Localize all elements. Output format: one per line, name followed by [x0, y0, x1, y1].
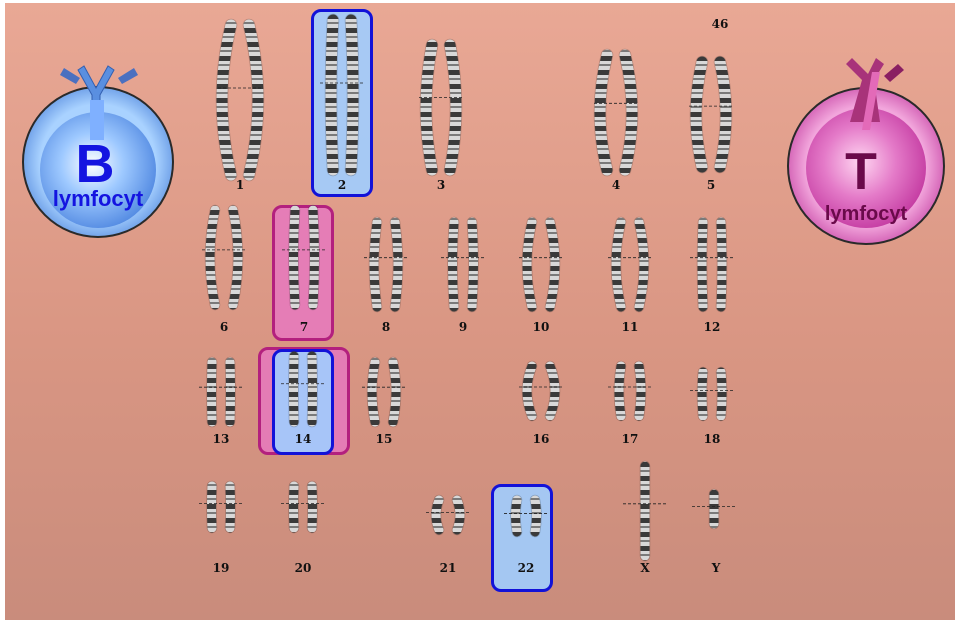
chromatid [312, 356, 313, 422]
chromosome-label: Y [696, 561, 736, 575]
chromatid [516, 500, 518, 532]
chromosome-label: 16 [521, 432, 561, 446]
chromatid [702, 222, 703, 307]
chromatid [550, 222, 555, 307]
chromatid [436, 500, 439, 530]
t-cell-letter: T [826, 146, 896, 198]
chromatid [720, 62, 726, 167]
b-cell-letter: B [60, 137, 130, 191]
chromatid [696, 62, 702, 167]
chromosome-label: 8 [366, 320, 406, 334]
chromosome-label: 15 [364, 432, 404, 446]
chromatid [721, 372, 722, 416]
chromatid [249, 25, 258, 175]
chromatid [331, 20, 333, 170]
chromosome-label: 14 [283, 432, 323, 446]
chromatid [395, 222, 398, 307]
chromatid [312, 486, 313, 528]
chromatid [212, 486, 213, 528]
chromosome-label: X [625, 561, 665, 575]
chromatid [393, 362, 396, 422]
chromatid [616, 222, 621, 307]
karyotype-count: 46 [700, 17, 740, 31]
chromosome-label: 7 [284, 320, 324, 334]
chromatid [372, 362, 375, 422]
chromatid [294, 356, 295, 422]
b-cell-name: lymfocyt [38, 187, 158, 211]
chromatid [457, 500, 460, 530]
chromatid [639, 222, 644, 307]
chromatid [453, 222, 455, 307]
chromosome-label: 11 [610, 320, 650, 334]
chromosome-label: 10 [521, 320, 561, 334]
chromosome-label: 4 [596, 178, 636, 192]
chromatid [527, 222, 532, 307]
chromosome-label: 17 [610, 432, 650, 446]
chromatid [374, 222, 377, 307]
chromatid [233, 210, 238, 305]
chromatid [527, 366, 532, 416]
chromatid [212, 362, 213, 422]
chromatid [210, 210, 215, 305]
chromosome-label: 13 [201, 432, 241, 446]
chromatid [351, 20, 353, 170]
chromatid [702, 372, 703, 416]
chromatid [426, 45, 432, 170]
chromosome-label: 12 [692, 320, 732, 334]
chromatid [230, 486, 231, 528]
chromosome-label: 22 [506, 561, 546, 575]
chromatid [450, 45, 456, 170]
chromosome-label: 5 [691, 178, 731, 192]
chromosome-label: 19 [201, 561, 241, 575]
chromatid [639, 366, 641, 416]
chromosome-label: 20 [283, 561, 323, 575]
chromosome-label: 21 [428, 561, 468, 575]
chromatid [550, 366, 555, 416]
chromosome-label: 1 [220, 178, 260, 192]
chromatid [230, 362, 231, 422]
chromosome-label: 2 [322, 178, 362, 192]
t-cell-name: lymfocyt [806, 203, 926, 225]
chromosome-label: 6 [204, 320, 244, 334]
chromatid [294, 210, 296, 305]
chromosome-label: 18 [692, 432, 732, 446]
chromatid [472, 222, 474, 307]
chromatid [222, 25, 231, 175]
chromatid [619, 366, 621, 416]
chromatid [721, 222, 722, 307]
chromosome-label: 3 [421, 178, 461, 192]
chromatid [535, 500, 537, 532]
chromatid [313, 210, 315, 305]
chromatid [294, 486, 295, 528]
chromosome-label: 9 [443, 320, 483, 334]
